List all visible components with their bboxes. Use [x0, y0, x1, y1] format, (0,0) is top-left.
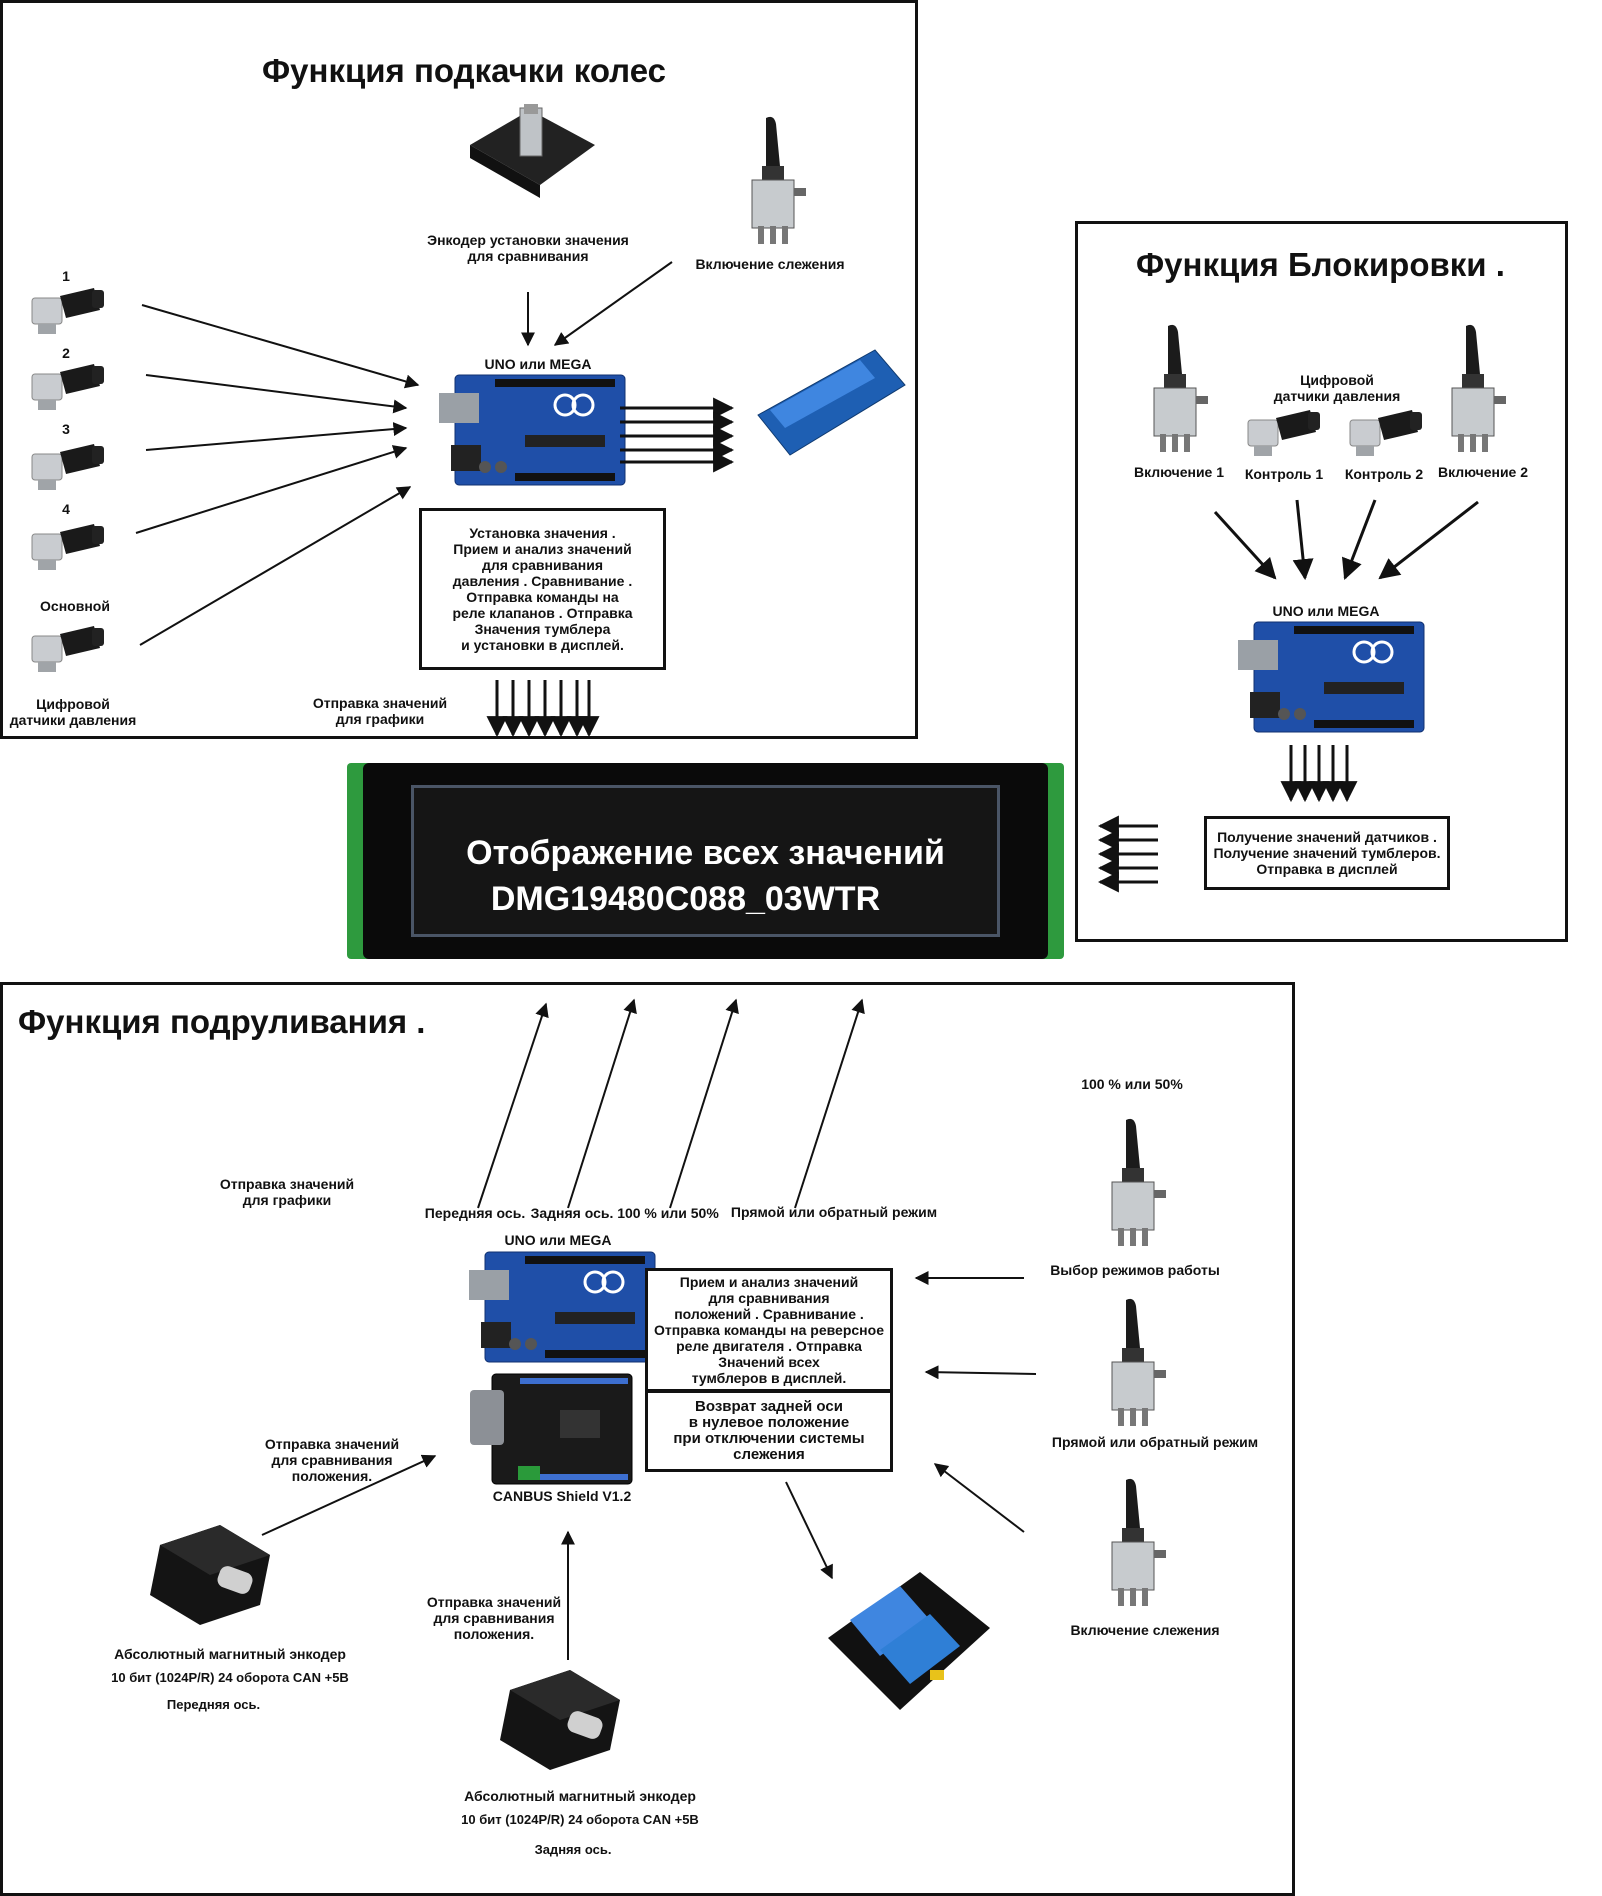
- front-encoder-line3: Передняя ось.: [166, 1697, 261, 1712]
- display-screen: Отображение всех значений DMG19480C088_0…: [411, 785, 1000, 937]
- rear-encoder-line2: 10 бит (1024P/R) 24 оборота CAN +5В: [461, 1812, 699, 1827]
- rear-send-label: Отправка значений для сравнивания положе…: [426, 1594, 562, 1642]
- arduino-board-1-icon: [437, 373, 627, 487]
- display-line-2: DMG19480C088_03WTR: [490, 880, 881, 918]
- rear-axle-encoder-icon: [500, 1670, 620, 1770]
- display-line-1: Отображение всех значений: [466, 834, 945, 872]
- arrow-label-percent: 100 % или 50%: [617, 1205, 719, 1221]
- tracking-toggle-2-icon: [1111, 1478, 1167, 1607]
- sensor-caption: Цифровой датчики давления: [9, 696, 137, 728]
- mode-select-toggle-icon: [1111, 1118, 1167, 1247]
- rotary-encoder-icon: [470, 104, 595, 198]
- front-encoder-line1: Абсолютный магнитный энкодер: [114, 1646, 346, 1662]
- panel1-arrows: [135, 261, 735, 738]
- front-send-label: Отправка значений для сравнивания положе…: [264, 1436, 400, 1484]
- display-frame: Отображение всех значений DMG19480C088_0…: [363, 763, 1048, 959]
- lock-toggle-1-label: Включение 1: [1133, 464, 1225, 480]
- board-3-label: UNO или MEGA: [504, 1232, 612, 1248]
- board-2-label: UNO или MEGA: [1272, 603, 1380, 619]
- panel3-arrows: [261, 998, 1037, 1660]
- canbus-label: CANBUS Shield V1.2: [492, 1488, 632, 1504]
- tracking-toggle-label: Включение слежения: [695, 256, 845, 272]
- arduino-board-2-icon: [1236, 620, 1426, 734]
- arrow-label-front-axle: Передняя ось.: [424, 1205, 526, 1221]
- encoder-label: Энкодер установки значения для сравниван…: [427, 232, 629, 264]
- lock-sensor-2-icon: [1349, 409, 1423, 457]
- sensor-number-2: 2: [62, 345, 70, 361]
- panel2-arrows: [1097, 499, 1479, 893]
- lock-control-1-label: Контроль 1: [1244, 466, 1324, 482]
- dgus-display: Отображение всех значений DMG19480C088_0…: [347, 763, 1064, 959]
- rear-encoder-line1: Абсолютный магнитный энкодер: [464, 1788, 696, 1804]
- wheel-inflation-title: Функция подкачки колес: [262, 52, 666, 89]
- front-encoder-line2: 10 бит (1024P/R) 24 оборота CAN +5В: [111, 1670, 349, 1685]
- lock-function-title: Функция Блокировки .: [1136, 246, 1505, 283]
- front-axle-encoder-icon: [150, 1525, 270, 1625]
- lock-process-box: Получение значений датчиков . Получение …: [1204, 816, 1450, 890]
- direction-toggle-label: Прямой или обратный режим: [1051, 1434, 1259, 1450]
- lock-toggle-2-label: Включение 2: [1437, 464, 1529, 480]
- sensor-number-1: 1: [62, 268, 70, 284]
- relay-2ch-icon: [828, 1572, 990, 1710]
- sensor-number-4: 4: [62, 501, 70, 517]
- arduino-board-3-icon: [467, 1250, 657, 1364]
- panel1-send-graph-label: Отправка значений для графики: [312, 695, 448, 727]
- direction-toggle-icon: [1111, 1298, 1167, 1427]
- rear-encoder-line3: Задняя ось.: [534, 1842, 612, 1857]
- steering-process-box: Прием и анализ значений для сравнивания …: [645, 1268, 893, 1392]
- wheel-process-box: Установка значения . Прием и анализ знач…: [419, 508, 666, 670]
- board-1-label: UNO или MEGA: [484, 356, 592, 372]
- percent-top-label: 100 % или 50%: [1081, 1076, 1183, 1092]
- tracking-toggle-2-label: Включение слежения: [1070, 1622, 1220, 1638]
- arrow-label-direction: Прямой или обратный режим: [730, 1204, 938, 1220]
- sensor-number-3: 3: [62, 421, 70, 437]
- lock-toggle-2-icon: [1451, 324, 1507, 453]
- canbus-shield-icon: [470, 1373, 633, 1485]
- return-axle-box: Возврат задней оси в нулевое положение п…: [645, 1390, 893, 1472]
- relay-8ch-icon: [757, 349, 906, 456]
- arrow-label-rear-axle: Задняя ось.: [530, 1205, 614, 1221]
- sensor-main-label: Основной: [40, 598, 110, 614]
- lock-sensor-1-icon: [1247, 409, 1321, 457]
- tracking-toggle-icon: [751, 116, 807, 245]
- lock-sensor-caption: Цифровой датчики давления: [1273, 372, 1401, 404]
- mode-select-label: Выбор режимов работы: [1050, 1262, 1220, 1278]
- lock-control-2-label: Контроль 2: [1344, 466, 1424, 482]
- lock-toggle-1-icon: [1153, 324, 1209, 453]
- panel3-send-graph-label: Отправка значений для графики: [219, 1176, 355, 1208]
- steering-function-title: Функция подруливания .: [18, 1003, 426, 1040]
